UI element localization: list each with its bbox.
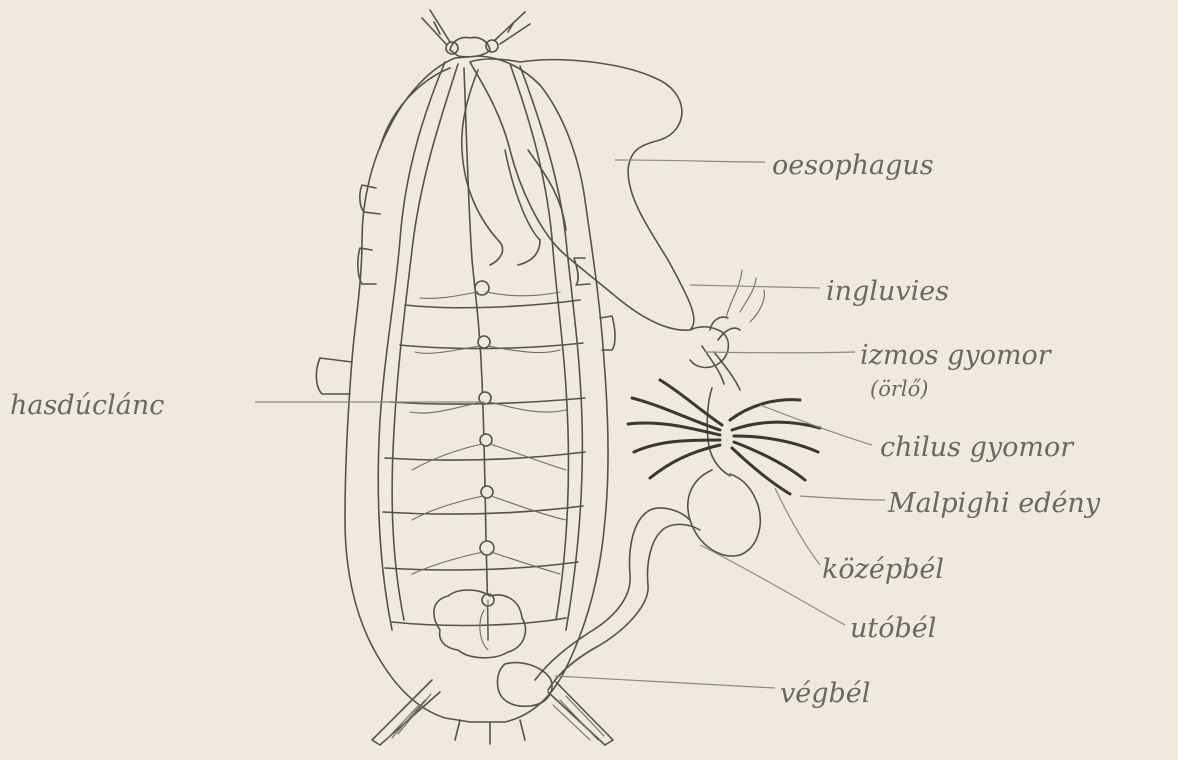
label-kozepbel: középbél	[822, 554, 944, 585]
ventral-nerve-cord	[410, 68, 566, 640]
label-izmos-gyomor-sub: (örlő)	[870, 377, 928, 401]
label-izmos-gyomor: izmos gyomor	[860, 340, 1053, 371]
label-ingluvies: ingluvies	[826, 276, 949, 307]
malpighian-tubules	[628, 380, 820, 494]
label-oesophagus: oesophagus	[772, 150, 934, 181]
labels: oesophagus ingluvies izmos gyomor (örlő)…	[10, 150, 1101, 709]
label-vegbel: végbél	[780, 678, 870, 709]
digestive-tract	[380, 59, 820, 706]
label-hasduclanc: hasdúclánc	[10, 390, 164, 421]
label-utobel: utóbél	[850, 613, 936, 644]
label-chilus-gyomor: chilus gyomor	[880, 432, 1075, 463]
label-malpighi-edeny: Malpighi edény	[887, 488, 1101, 519]
